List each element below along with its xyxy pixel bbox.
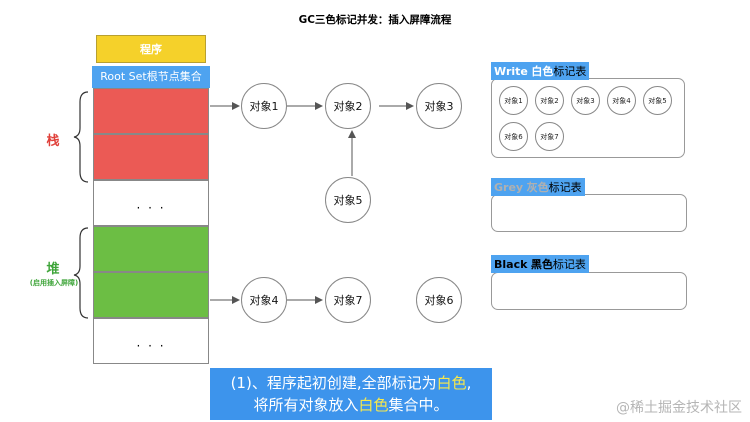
grey-table-title-color: 灰色 bbox=[526, 181, 549, 194]
black-table-title-color: 黑色 bbox=[530, 258, 553, 271]
white-item-5: 对象5 bbox=[643, 86, 672, 115]
object-1-node: 对象1 bbox=[241, 83, 287, 129]
black-table-title: Black 黑色标记表 bbox=[491, 255, 589, 273]
white-table-title-suffix: 标记表 bbox=[553, 65, 587, 78]
white-item-4: 对象4 bbox=[607, 86, 636, 115]
stack-cell-2 bbox=[93, 134, 209, 180]
object-2-node: 对象2 bbox=[325, 83, 371, 129]
white-item-1: 对象1 bbox=[499, 86, 528, 115]
stack-ellipsis-cell: · · · bbox=[93, 180, 209, 226]
heap-cell-1 bbox=[93, 226, 209, 272]
stack-label: 栈 bbox=[46, 134, 60, 149]
grey-table-title: Grey 灰色标记表 bbox=[491, 178, 585, 196]
stack-cell-1 bbox=[93, 88, 209, 134]
heap-label: 堆 bbox=[46, 262, 60, 277]
white-item-3: 对象3 bbox=[571, 86, 600, 115]
white-item-2: 对象2 bbox=[535, 86, 564, 115]
grey-table-title-prefix: Grey bbox=[494, 181, 524, 194]
caption-line2-highlight: 白色 bbox=[358, 396, 389, 414]
caption-line1-a: (1)、程序起初创建,全部标记为 bbox=[230, 374, 437, 392]
heap-brace bbox=[73, 227, 89, 319]
white-table-title-prefix: Write bbox=[494, 65, 528, 78]
caption-line-2: 将所有对象放入白色集合中。 bbox=[210, 394, 492, 416]
caption-line1-b: , bbox=[466, 374, 472, 392]
caption-line2-a: 将所有对象放入 bbox=[253, 396, 359, 414]
object-4-node: 对象4 bbox=[241, 277, 287, 323]
root-set-label: Root Set根节点集合 bbox=[92, 66, 210, 88]
object-6-node: 对象6 bbox=[416, 277, 462, 323]
white-item-7: 对象7 bbox=[535, 122, 564, 151]
black-table-panel bbox=[491, 272, 687, 310]
caption-line2-b: 集合中。 bbox=[388, 396, 449, 414]
stack-brace bbox=[73, 91, 89, 183]
caption-line-1: (1)、程序起初创建,全部标记为白色, bbox=[210, 372, 492, 394]
white-table-title-color: 白色 bbox=[531, 65, 554, 78]
object-7-node: 对象7 bbox=[325, 277, 371, 323]
object-3-node: 对象3 bbox=[416, 83, 462, 129]
caption-line1-highlight: 白色 bbox=[436, 374, 467, 392]
page-title: GC三色标记并发：插入屏障流程 bbox=[298, 14, 452, 26]
heap-ellipsis-cell: · · · bbox=[93, 318, 209, 364]
watermark: @稀土掘金技术社区 bbox=[616, 400, 742, 416]
white-table-title: Write 白色标记表 bbox=[491, 62, 590, 80]
object-5-node: 对象5 bbox=[325, 177, 371, 223]
black-table-title-suffix: 标记表 bbox=[552, 258, 586, 271]
grey-table-title-suffix: 标记表 bbox=[548, 181, 582, 194]
caption-box: (1)、程序起初创建,全部标记为白色, 将所有对象放入白色集合中。 bbox=[210, 368, 492, 420]
black-table-title-prefix: Black bbox=[494, 258, 528, 271]
program-block: 程序 bbox=[96, 35, 206, 63]
heap-cell-2 bbox=[93, 272, 209, 318]
white-item-6: 对象6 bbox=[499, 122, 528, 151]
braces bbox=[73, 91, 89, 319]
grey-table-panel bbox=[491, 194, 687, 232]
heap-sublabel: (启用插入屏障) bbox=[29, 279, 79, 287]
